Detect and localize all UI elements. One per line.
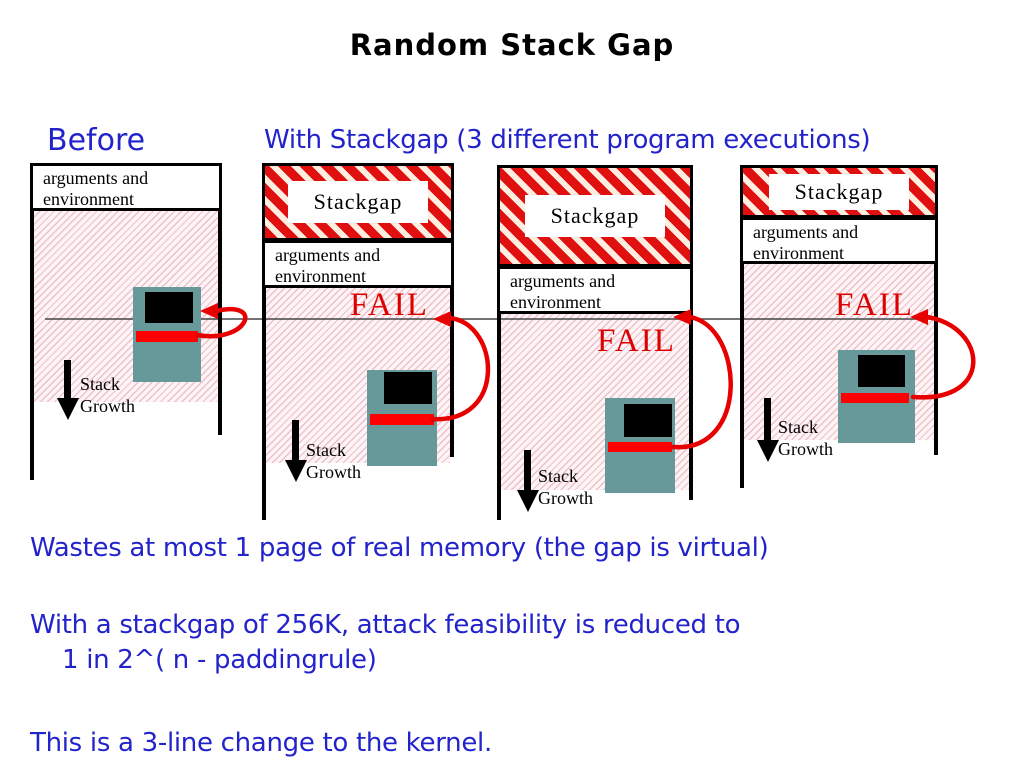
slide-title: Random Stack Gap bbox=[349, 28, 675, 62]
col1-return-address-bar bbox=[136, 331, 198, 342]
col4-stack-growth-arrow bbox=[764, 398, 771, 442]
col1-stack-growth-arrow bbox=[64, 360, 71, 400]
col4-args-box: arguments and environment bbox=[740, 217, 938, 264]
col3-stackgap-box: Stackgap bbox=[497, 165, 693, 267]
col3-return-address-bar bbox=[608, 442, 672, 452]
note-feasibility-line1: With a stackgap of 256K, attack feasibil… bbox=[30, 610, 741, 640]
col2-return-address-bar bbox=[370, 414, 434, 425]
col2-stackgap-label: Stackgap bbox=[287, 181, 429, 223]
col2-stack-growth-arrowhead bbox=[285, 460, 307, 482]
col4-left-border bbox=[740, 165, 744, 488]
col1-left-border bbox=[30, 163, 34, 480]
col2-args-box: arguments and environment bbox=[262, 240, 454, 288]
col3-stackgap-label: Stackgap bbox=[524, 195, 666, 237]
col1-screen bbox=[145, 292, 193, 323]
col4-screen bbox=[858, 355, 905, 387]
col2-left-border bbox=[262, 163, 266, 520]
label-before: Before bbox=[47, 123, 146, 158]
col2-stackgap-box: Stackgap bbox=[262, 163, 454, 241]
col2-stack-growth-arrow bbox=[292, 420, 299, 462]
col1-stack-growth-label: Stack Growth bbox=[80, 374, 135, 416]
col3-stack-growth-arrow bbox=[524, 450, 531, 492]
col3-left-border bbox=[497, 165, 501, 520]
col2-stack-growth-label: Stack Growth bbox=[306, 440, 361, 482]
col4-stackgap-box: Stackgap bbox=[740, 165, 938, 218]
col3-screen bbox=[624, 404, 672, 437]
col4-stack-growth-label: Stack Growth bbox=[778, 417, 833, 459]
col1-right-border bbox=[218, 163, 222, 435]
col4-args-label: arguments and environment bbox=[753, 222, 859, 264]
col3-args-box: arguments and environment bbox=[497, 266, 693, 314]
col4-right-border bbox=[934, 165, 938, 455]
col2-fail-label: FAIL bbox=[350, 287, 429, 323]
col1-stack-growth-arrowhead bbox=[57, 398, 79, 420]
col4-stackgap-label: Stackgap bbox=[768, 173, 910, 210]
col3-stack-growth-arrowhead bbox=[517, 490, 539, 512]
col3-args-label: arguments and environment bbox=[510, 271, 616, 313]
col1-args-label: arguments and environment bbox=[43, 168, 149, 210]
col3-computer-icon bbox=[605, 398, 675, 493]
col1-computer-icon bbox=[133, 287, 201, 382]
col2-right-border bbox=[450, 163, 454, 457]
col4-stack-growth-arrowhead bbox=[757, 440, 779, 462]
col4-return-address-bar bbox=[841, 393, 909, 403]
col2-screen bbox=[384, 372, 432, 404]
note-memory-waste: Wastes at most 1 page of real memory (th… bbox=[30, 533, 769, 563]
col4-fail-label: FAIL bbox=[835, 287, 914, 323]
note-feasibility-line2: 1 in 2^( n - paddingrule) bbox=[62, 645, 377, 675]
col3-stack-growth-label: Stack Growth bbox=[538, 466, 593, 508]
col3-fail-label: FAIL bbox=[597, 323, 676, 359]
col4-computer-icon bbox=[838, 350, 915, 443]
label-with-stackgap: With Stackgap (3 different program execu… bbox=[264, 125, 871, 155]
note-kernel-change: This is a 3-line change to the kernel. bbox=[30, 728, 492, 758]
col1-args-box: arguments and environment bbox=[30, 163, 222, 211]
col2-computer-icon bbox=[367, 370, 437, 466]
col2-args-label: arguments and environment bbox=[275, 245, 381, 287]
